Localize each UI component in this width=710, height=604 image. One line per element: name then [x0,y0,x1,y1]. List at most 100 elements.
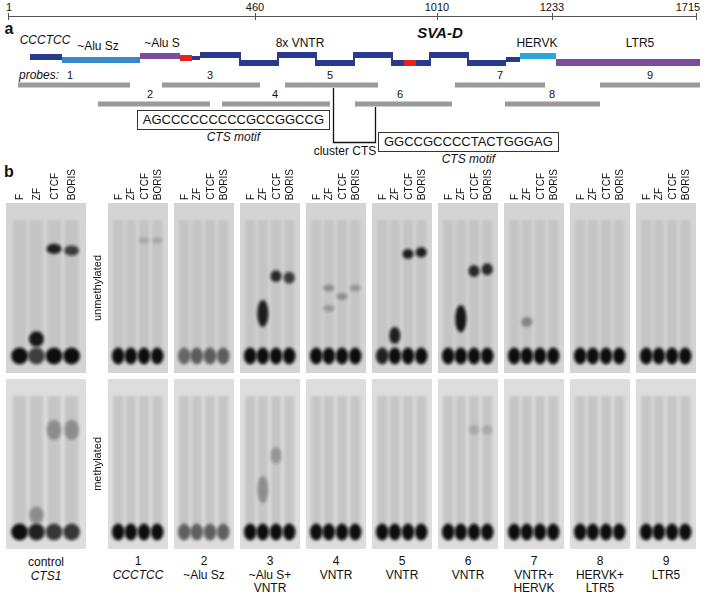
gel-ground [636,379,696,549]
lane-smear [152,396,162,524]
shifted-band [29,331,44,346]
element-name: LTR5 [626,37,654,50]
free-probe [574,348,587,365]
shifted-band [455,305,466,332]
sva-structure-part [354,52,392,58]
shifted-band [257,300,268,327]
lane-smear [482,220,492,348]
probe-number: 8 [549,88,555,100]
lane-smear [350,396,360,524]
lane-label: ZF [323,188,334,200]
cluster-label: cluster CTS [314,145,377,158]
lane-smear [192,220,202,348]
ruler-part [437,13,438,20]
lane-smear [509,220,519,348]
gel-panel [504,379,564,549]
lane-smear [324,396,334,524]
free-probe [600,348,613,365]
ruler-part [8,16,697,17]
probe-number: 3 [267,555,274,568]
probe-name: HERVK+ LTR5 [569,569,631,595]
free-probe [508,524,521,541]
lane-label: F [14,194,25,200]
lane-label: BORIS [350,169,361,200]
lane-smear [601,396,611,524]
gel-panel [372,203,432,373]
free-probe [349,524,362,541]
lane-smear [311,220,321,348]
lane-smear [113,220,123,348]
gel-panel [6,379,86,549]
sva-structure-part [316,60,354,66]
free-probe [547,524,560,541]
lane-smear [548,396,558,524]
lane-label: ZF [191,188,202,200]
free-probe [244,524,257,541]
free-probe [442,524,455,541]
gel-ground [372,379,432,549]
lane-smear [548,220,558,348]
probe-number: 3 [207,69,213,81]
shifted-band [482,263,493,275]
ruler-part [8,13,9,20]
lane-smear [179,396,189,524]
lane-smear [284,396,294,524]
lane-smear [377,396,387,524]
lane-label: BORIS [66,169,77,200]
shifted-band [29,507,44,524]
lane-smear [47,396,61,524]
lane-smear [680,396,690,524]
free-probe [520,348,533,365]
lane-label: CTCF [601,173,612,200]
sva-structure-part [430,52,468,58]
lane-label: CTCF [271,173,282,200]
control-label: control [28,556,64,569]
sva-structure-part [180,55,192,61]
shifted-band [257,476,268,503]
free-probe [270,348,283,365]
motif-label: CTS motif [137,130,330,144]
free-probe [322,348,335,365]
lane-label: ZF [587,188,598,200]
ruler-part [696,13,697,20]
probe-number: 5 [327,69,333,81]
lane-smear [614,396,624,524]
sva-structure-part [278,52,316,58]
lane-smear [311,396,321,524]
lane-smear [601,220,611,348]
sva-structure-part [200,52,240,58]
control-label: CTS1 [31,570,62,583]
lane-label: F [311,194,322,200]
lane-smear [245,220,255,348]
free-probe [415,348,428,365]
free-probe [481,524,494,541]
lane-label: BORIS [152,169,163,200]
gel-panel [108,379,168,549]
free-probe [508,348,521,365]
lane-label: CTCF [49,173,60,200]
sva-structure-part [240,60,278,66]
lane-smear [403,396,413,524]
motif-box: GGCCGCCCCTACTGGGAGCTS motif [378,132,559,166]
shifted-band [270,270,281,282]
probe-bars [18,85,700,104]
free-probe [204,348,217,365]
gel-ground [108,203,168,373]
sva-structure-part [506,57,520,62]
shifted-band [64,420,79,440]
shifted-band [389,327,400,344]
sva-structure-part-part [315,52,317,66]
lane-smear [218,220,228,348]
probe-name: VNTR [371,569,433,582]
lane-label: CTCF [205,173,216,200]
panel-letter: b [4,163,14,181]
sva-structure-part [404,60,416,66]
lane-label: BORIS [548,169,559,200]
element-name: CCCTCC [20,34,71,47]
probe-number: 9 [663,555,670,568]
lane-smear [667,396,677,524]
free-probe [11,524,28,541]
free-probe [151,348,164,365]
probe-number: 9 [647,69,653,81]
axis-tick: 1233 [540,1,564,13]
